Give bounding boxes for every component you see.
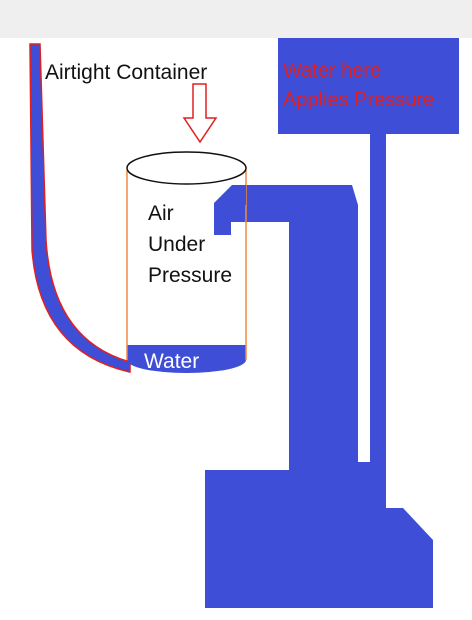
container-water (127, 345, 246, 373)
air-label-line1: Air (148, 202, 174, 225)
down-arrow (182, 83, 218, 144)
top-band (0, 0, 472, 38)
reservoir-pipe (205, 38, 459, 608)
container-top (126, 151, 247, 185)
air-label-line2: Under (148, 233, 205, 256)
air-label-line3: Pressure (148, 264, 232, 287)
pressure-note-line2: Applies Pressure (283, 89, 434, 111)
pipe-outlet (232, 185, 246, 205)
water-label: Water (144, 350, 199, 373)
container-label: Airtight Container (45, 61, 207, 84)
pressure-note-line1: Water here (283, 60, 381, 82)
left-tube (29, 43, 131, 373)
